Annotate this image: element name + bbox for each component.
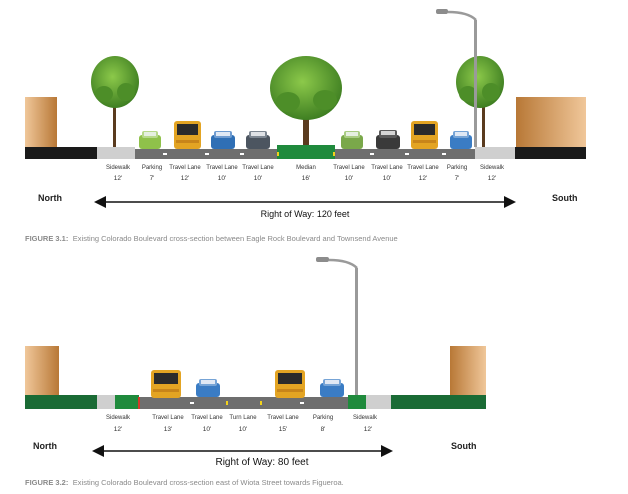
car-icon — [320, 379, 344, 397]
planting-strip-north — [25, 395, 97, 409]
figure-caption: FIGURE 3.1: Existing Colorado Boulevard … — [25, 228, 398, 245]
lane-label: Travel Lane — [267, 415, 299, 421]
street-light-icon — [436, 9, 477, 147]
sidewalk-north — [97, 395, 115, 409]
planting-strip-south — [391, 395, 486, 409]
south-label: South — [552, 193, 578, 203]
sidewalk-north — [97, 147, 135, 159]
car-icon — [246, 131, 270, 149]
car-icon — [341, 131, 363, 149]
lane-label: Sidewalk — [353, 415, 378, 421]
lane-stripes — [163, 153, 446, 155]
median — [277, 145, 335, 159]
building-north — [25, 97, 57, 147]
car-icon — [450, 131, 472, 149]
lane-label: Travel Lane — [333, 165, 365, 171]
lane-label: Travel Lane — [191, 415, 223, 421]
lane-width: 7' — [455, 175, 460, 182]
lane-width: 10' — [345, 175, 353, 182]
building-north — [25, 346, 59, 395]
lane-width: 10' — [218, 175, 226, 182]
north-label: North — [33, 441, 57, 451]
lane-label: Travel Lane — [206, 165, 238, 171]
lane-width: 12' — [114, 175, 122, 182]
lane-label: Sidewalk — [106, 165, 131, 171]
lane-width: 15' — [279, 426, 287, 433]
lane-label: Turn Lane — [229, 415, 257, 421]
figure-3-1: Sidewalk Parking Travel Lane Travel Lane… — [25, 9, 586, 245]
lane-label: Sidewalk — [106, 415, 131, 421]
lane-label: Travel Lane — [407, 165, 439, 171]
lane-width: 10' — [239, 426, 247, 433]
lane-width: 10' — [254, 175, 262, 182]
bus-icon — [151, 370, 181, 398]
planting-strip-north — [115, 395, 139, 409]
bus-icon — [275, 370, 305, 398]
lane-label: Travel Lane — [169, 165, 201, 171]
lane-width: 10' — [383, 175, 391, 182]
south-label: South — [451, 441, 477, 451]
lane-width: 8' — [321, 426, 326, 433]
building-south — [516, 97, 586, 147]
lane-width: 12' — [488, 175, 496, 182]
bus-icon — [174, 121, 201, 149]
sidewalk-south — [475, 147, 515, 159]
lane-width: 12' — [419, 175, 427, 182]
sidewalk-south — [366, 395, 391, 409]
bus-icon — [411, 121, 438, 149]
lane-width: 12' — [364, 426, 372, 433]
north-label: North — [38, 193, 62, 203]
tree-south — [456, 56, 504, 147]
right-of-way-label: Right of Way: 120 feet — [261, 209, 350, 219]
lane-label: Parking — [447, 165, 467, 171]
lane-width: 7' — [150, 175, 155, 182]
lane-width: 16' — [302, 175, 310, 182]
roadway — [140, 397, 348, 409]
car-icon — [376, 130, 400, 149]
tree-north — [91, 56, 139, 147]
lane-width: 10' — [203, 426, 211, 433]
car-icon — [196, 379, 220, 397]
tree-median — [270, 56, 342, 145]
lane-label: Parking — [142, 165, 162, 171]
right-of-way-label: Right of Way: 80 feet — [215, 457, 308, 468]
building-south — [450, 346, 486, 395]
curb-south — [515, 147, 586, 159]
lane-label: Median — [296, 165, 316, 171]
lane-label: Travel Lane — [371, 165, 403, 171]
lane-label: Travel Lane — [152, 415, 184, 421]
car-icon — [139, 131, 161, 149]
figure-3-2: Sidewalk Travel Lane Travel Lane Turn La… — [25, 257, 486, 489]
planting-strip-south — [348, 395, 366, 409]
figure-caption: FIGURE 3.2: Existing Colorado Boulevard … — [25, 472, 344, 489]
street-light-icon — [316, 257, 358, 395]
lane-width: 12' — [181, 175, 189, 182]
car-icon — [211, 131, 235, 149]
lane-label: Parking — [313, 415, 333, 421]
lane-label: Sidewalk — [480, 165, 505, 171]
lane-stripes — [190, 402, 304, 404]
lane-width: 13' — [164, 426, 172, 433]
curb-north — [25, 147, 97, 159]
lane-label: Travel Lane — [242, 165, 274, 171]
lane-width: 12' — [114, 426, 122, 433]
